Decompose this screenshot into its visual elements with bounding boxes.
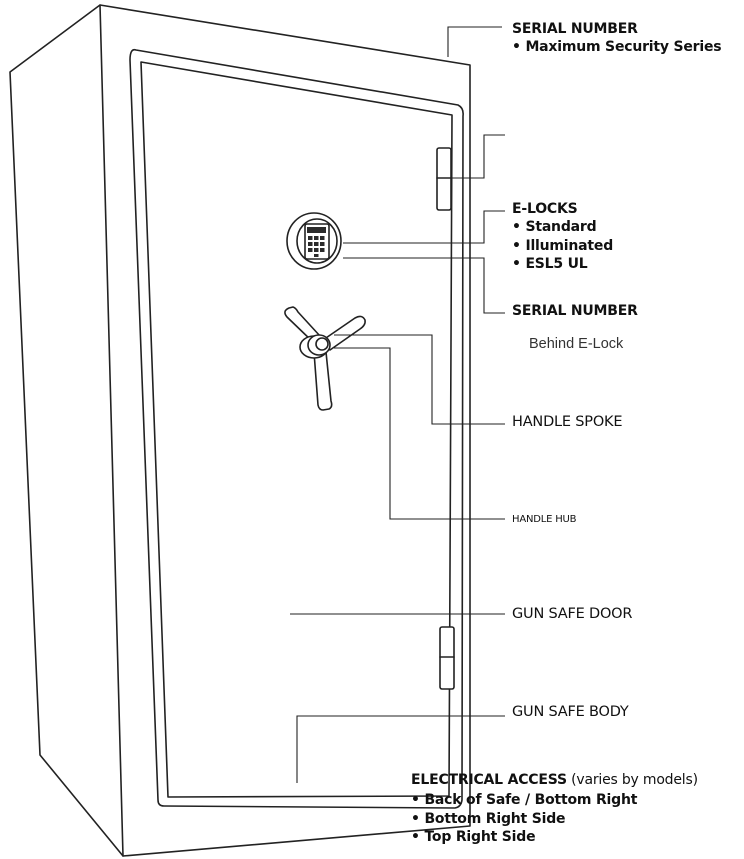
leader-serial-top (447, 26, 502, 57)
leader-elocks (343, 210, 505, 244)
handle-spoke-label: HANDLE SPOKE (512, 414, 623, 430)
elock-keypad (286, 212, 342, 270)
elocks-item-esl5: • ESL5 UL (512, 256, 588, 272)
bullet: • (512, 39, 521, 55)
electrical-item-back: • Back of Safe / Bottom Right (411, 792, 638, 808)
electrical-access-title: ELECTRICAL ACCESS (varies by models) (411, 772, 698, 788)
safe-door-outer (129, 48, 464, 809)
safe-door-inner (140, 61, 453, 798)
leader-serial-lock (343, 257, 505, 314)
upper-hinge (436, 147, 452, 211)
gun-safe-body-label: GUN SAFE BODY (512, 704, 629, 720)
electrical-access-suffix: (varies by models) (571, 772, 698, 788)
safe-body-side-edge (99, 4, 124, 857)
three-spoke-handle (284, 306, 366, 411)
elocks-item-illuminated: • Illuminated (512, 237, 614, 254)
handle-hub-label: HANDLE HUB (512, 514, 577, 525)
leader-handle-hub (334, 347, 505, 520)
serial-number-lock-note: Behind E-Lock (529, 336, 624, 352)
elocks-title: E-LOCKS (512, 201, 578, 217)
serial-number-lock-title: SERIAL NUMBER (512, 303, 638, 319)
electrical-item-bottom-right: • Bottom Right Side (411, 810, 566, 827)
electrical-item-top-right: • Top Right Side (411, 829, 536, 845)
safe-body-outline (9, 4, 471, 857)
serial-number-title: SERIAL NUMBER (512, 21, 638, 37)
electrical-access-heading: ELECTRICAL ACCESS (411, 772, 567, 788)
serial-number-series: • Maximum Security Series (512, 38, 722, 57)
leader-handle-spoke (334, 334, 505, 425)
elocks-item-standard: • Standard (512, 219, 597, 235)
electrical-access-list: • Back of Safe / Bottom Right • Bottom R… (411, 791, 637, 847)
gun-safe-door-label: GUN SAFE DOOR (512, 606, 633, 622)
leader-hinge (451, 134, 505, 179)
serial-series-text: Maximum Security Series (525, 39, 722, 55)
elocks-list: • Standard • Illuminated • ESL5 UL (512, 218, 613, 274)
leader-body (296, 715, 505, 783)
lower-hinge (439, 626, 455, 690)
